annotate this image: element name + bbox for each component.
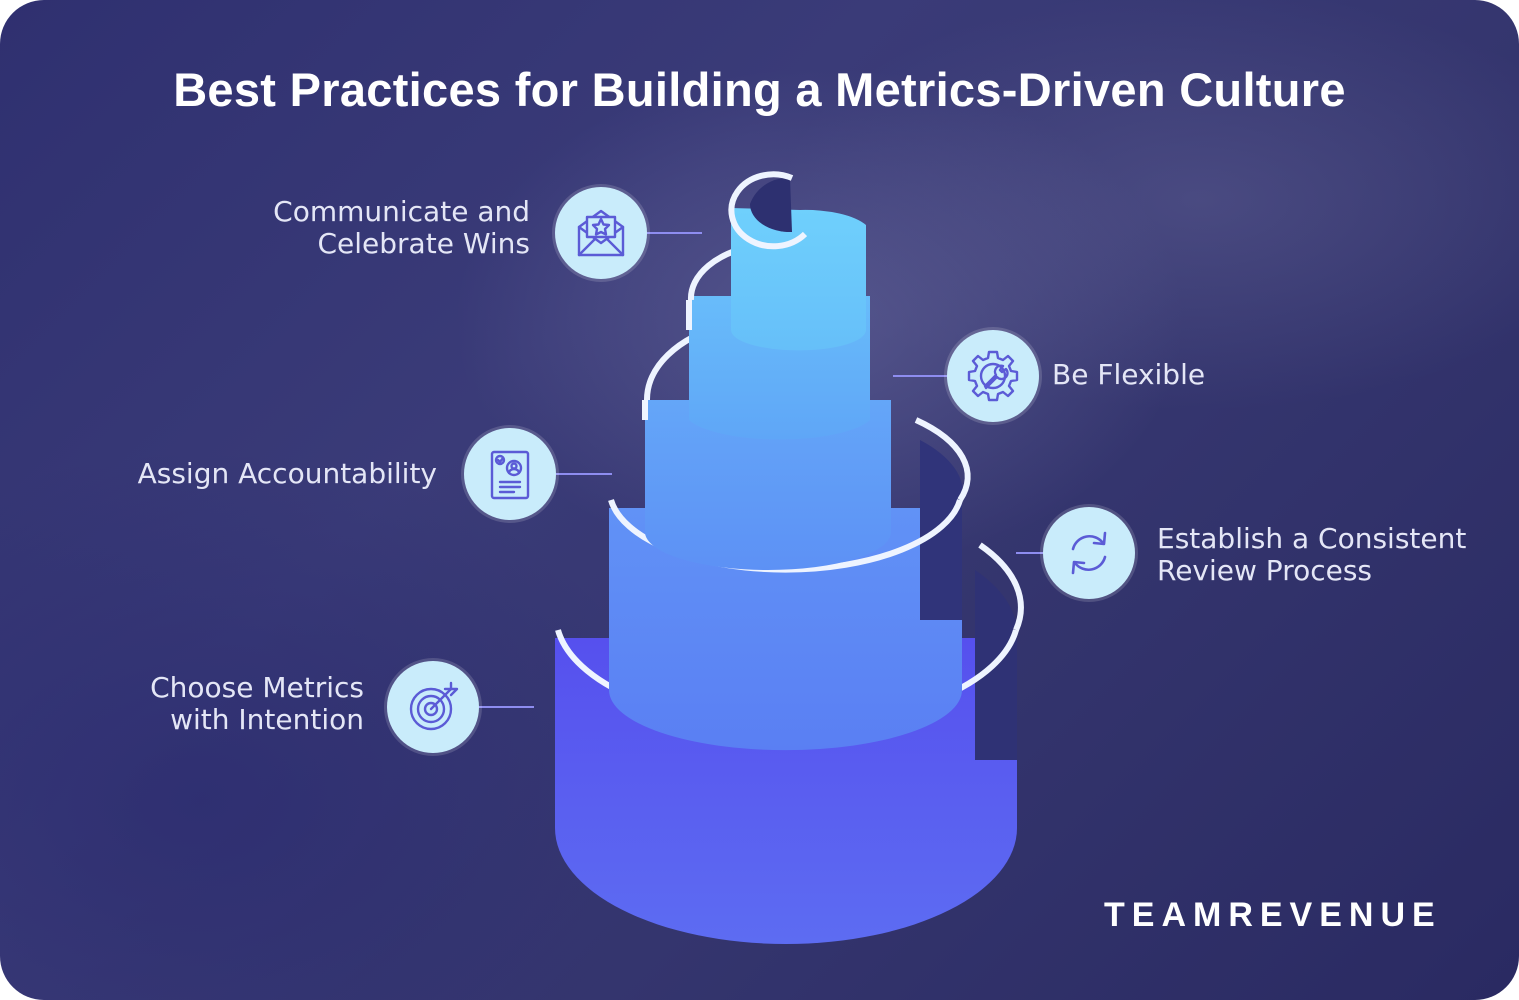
profile-document-icon xyxy=(464,428,556,520)
brand-wordmark: TEAMREVENUE xyxy=(1104,896,1442,934)
practice-label-choose-metrics: Choose Metrics with Intention xyxy=(150,671,364,736)
practice-label-flexible: Be Flexible xyxy=(1052,358,1206,391)
gear-wrench-icon xyxy=(947,330,1039,422)
target-arrow-icon xyxy=(387,661,479,753)
connector-line-2 xyxy=(893,375,949,377)
connector-line-1 xyxy=(646,232,702,234)
tier-1-cylinder xyxy=(728,171,866,351)
connector-line-3 xyxy=(556,473,612,475)
tier-4-cylinder xyxy=(608,417,971,751)
connector-line-4 xyxy=(1016,552,1046,554)
practice-label-accountability: Assign Accountability xyxy=(137,457,437,490)
connector-line-5 xyxy=(478,706,534,708)
practice-label-review: Establish a Consistent Review Process xyxy=(1157,522,1467,587)
envelope-star-icon xyxy=(555,187,647,279)
refresh-cycle-icon xyxy=(1043,507,1135,599)
practice-label-communicate: Communicate and Celebrate Wins xyxy=(273,195,530,260)
page-title: Best Practices for Building a Metrics-Dr… xyxy=(173,63,1346,116)
